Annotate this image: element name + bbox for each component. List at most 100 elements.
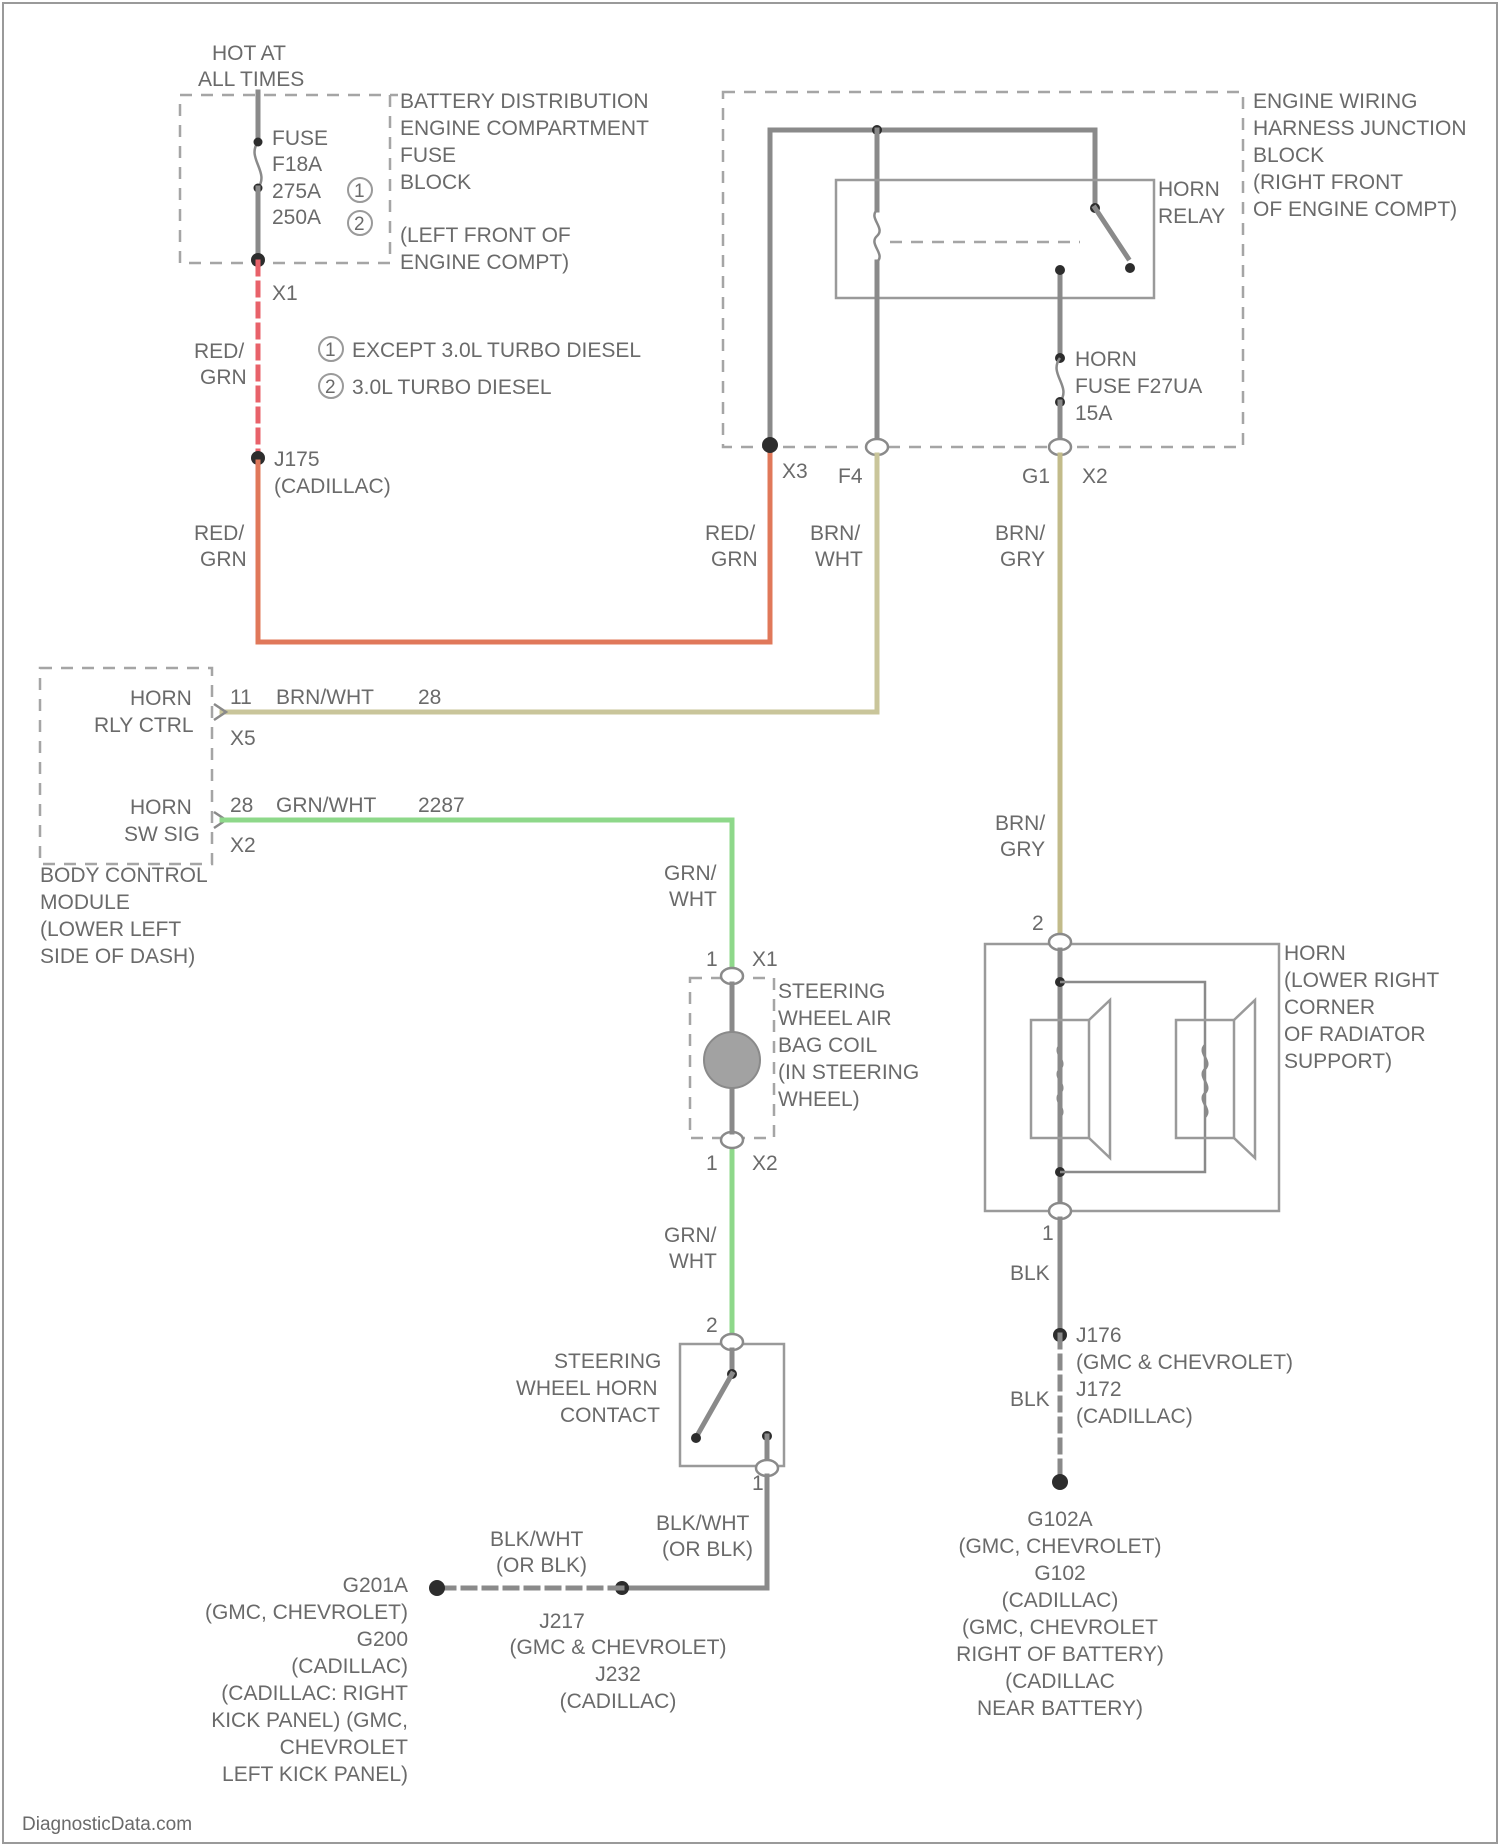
g201-label-6: KICK PANEL) (GMC, — [211, 1709, 408, 1732]
horn-contact-label-2: WHEEL HORN — [516, 1377, 658, 1400]
j217-label-3: J232 — [595, 1663, 641, 1686]
bcm-pin-28-label: 28 — [230, 794, 253, 817]
bcm-wire-1-label: BRN/WHT — [276, 686, 374, 709]
red-grn-upper-label-1: RED/ — [194, 340, 244, 363]
junction-pin-f4-label: F4 — [838, 465, 863, 488]
junction-block-title-2: HARNESS JUNCTION — [1253, 117, 1467, 140]
air-bag-coil-conn-bottom-label: X2 — [752, 1152, 778, 1175]
splice-j175-label-2: (CADILLAC) — [274, 475, 391, 498]
air-bag-coil-conn-top-label: X1 — [752, 948, 778, 971]
battery-block-title-1: BATTERY DISTRIBUTION — [400, 90, 649, 113]
legend-item-2: 3.0L TURBO DIESEL — [352, 376, 552, 399]
horn-relay-label-2: RELAY — [1158, 205, 1225, 228]
g102-label-8: NEAR BATTERY) — [977, 1697, 1143, 1720]
fuse-terminal-top — [254, 138, 263, 147]
g102-label-3: G102 — [1034, 1562, 1085, 1585]
grn-wht-upper-label-1: GRN/ — [664, 862, 717, 885]
horn-contact-label-1: STEERING — [554, 1350, 661, 1373]
horn-fuse-label-1: HORN — [1075, 348, 1137, 371]
blk-wht-right-label-1: BLK/WHT — [656, 1512, 750, 1535]
brn-wht-label-2: WHT — [815, 548, 863, 571]
battery-block-location-2: ENGINE COMPT) — [400, 251, 569, 274]
brn-gry-lower-label-1: BRN/ — [995, 812, 1045, 835]
fuse-rating-1: 275A — [272, 180, 321, 203]
junction-block-title-4: (RIGHT FRONT — [1253, 171, 1403, 194]
bcm-horn-sw-sig-1: HORN — [130, 796, 192, 819]
all-times-label: ALL TIMES — [198, 68, 304, 91]
red-grn-lower-label-1: RED/ — [194, 522, 244, 545]
horn-relay-coil — [874, 210, 879, 262]
hot-at-label: HOT AT — [212, 42, 286, 65]
bcm-name-4: SIDE OF DASH) — [40, 945, 195, 968]
junction-pin-g1-label: G1 — [1022, 465, 1050, 488]
g102-label-6: RIGHT OF BATTERY) — [956, 1643, 1164, 1666]
grn-wht-lower-label-2: WHT — [669, 1250, 717, 1273]
relay-switch-arm — [1095, 208, 1128, 258]
g201-label-5: (CADILLAC: RIGHT — [221, 1682, 408, 1705]
bcm-horn-rly-ctrl-2: RLY CTRL — [94, 714, 194, 737]
relay-feed-wire — [770, 130, 1095, 445]
fuse-rating-2: 250A — [272, 206, 321, 229]
junction-pin-x3-label: X3 — [782, 460, 808, 483]
brn-gry-upper-label-2: GRY — [1000, 548, 1045, 571]
blk-label-2: BLK — [1010, 1388, 1050, 1411]
red-grn-upper-label-2: GRN — [200, 366, 247, 389]
bcm-circuit-1-label: 28 — [418, 686, 441, 709]
j176-label-4: (CADILLAC) — [1076, 1405, 1193, 1428]
horn-1-bell — [1089, 1000, 1110, 1158]
horn-contact-arm — [698, 1374, 732, 1434]
junction-block-title-3: BLOCK — [1253, 144, 1324, 167]
brn-gry-upper-label-1: BRN/ — [995, 522, 1045, 545]
horn-parallel-wire — [1060, 982, 1205, 1172]
battery-block-title-2: ENGINE COMPARTMENT — [400, 117, 649, 140]
air-bag-coil-label-5: WHEEL) — [778, 1088, 860, 1111]
air-bag-coil-label-2: WHEEL AIR — [778, 1007, 892, 1030]
g201-label-8: LEFT KICK PANEL) — [222, 1763, 408, 1786]
grn-wht-lower-label-1: GRN/ — [664, 1224, 717, 1247]
bcm-circuit-2-label: 2287 — [418, 794, 465, 817]
g102-label-2: (GMC, CHEVROLET) — [958, 1535, 1161, 1558]
j217-label-1: J217 — [539, 1610, 585, 1633]
horn-pin-top-label: 2 — [1032, 912, 1044, 935]
bcm-name-2: MODULE — [40, 891, 130, 914]
j217-label-4: (CADILLAC) — [560, 1690, 677, 1713]
j176-label-2: (GMC & CHEVROLET) — [1076, 1351, 1293, 1374]
horn-2-bell — [1234, 1000, 1255, 1158]
bcm-conn-x5-label: X5 — [230, 727, 256, 750]
legend-item-1: EXCEPT 3.0L TURBO DIESEL — [352, 339, 641, 362]
horn-relay-label-1: HORN — [1158, 178, 1220, 201]
junction-x3-terminal-dot — [762, 437, 778, 453]
bcm-horn-rly-ctrl-1: HORN — [130, 687, 192, 710]
bcm-name-1: BODY CONTROL — [40, 864, 208, 887]
blk-wht-left-label-2: (OR BLK) — [496, 1554, 587, 1577]
air-bag-coil-pin-bottom-label: 1 — [706, 1152, 718, 1175]
legend-badge-2-label: 2 — [325, 377, 336, 398]
horn-pin-bottom-label: 1 — [1042, 1222, 1054, 1245]
air-bag-coil-symbol — [704, 1032, 760, 1088]
battery-block-title-4: BLOCK — [400, 171, 471, 194]
g201-label-2: (GMC, CHEVROLET) — [205, 1601, 408, 1624]
footer-watermark: DiagnosticData.com — [22, 1814, 192, 1835]
g201-label-7: CHEVROLET — [280, 1736, 409, 1759]
fuse-badge-1-label: 1 — [354, 181, 365, 202]
horn-relay-box — [836, 180, 1154, 298]
red-grn-lower-label-2: GRN — [200, 548, 247, 571]
grn-wht-upper-wire — [222, 820, 732, 970]
blk-wht-left-label-1: BLK/WHT — [490, 1528, 584, 1551]
g201-label-1: G201A — [343, 1574, 408, 1597]
red-grn-right-label-2: GRN — [711, 548, 758, 571]
fuse-badge-2-label: 2 — [354, 214, 365, 235]
bcm-name-3: (LOWER LEFT — [40, 918, 181, 941]
bcm-wire-2-label: GRN/WHT — [276, 794, 376, 817]
horn-contact-open-terminal — [691, 1433, 701, 1443]
splice-j175-label-1: J175 — [274, 448, 320, 471]
horn-label-1: HORN — [1284, 942, 1346, 965]
horn-contact-label-3: CONTACT — [560, 1404, 660, 1427]
horn-fuse-label-3: 15A — [1075, 402, 1112, 425]
junction-pin-x2-label: X2 — [1082, 465, 1108, 488]
legend-badge-1-label: 1 — [325, 340, 336, 361]
red-grn-right-label-1: RED/ — [705, 522, 755, 545]
battery-block-location-1: (LEFT FRONT OF — [400, 224, 571, 247]
